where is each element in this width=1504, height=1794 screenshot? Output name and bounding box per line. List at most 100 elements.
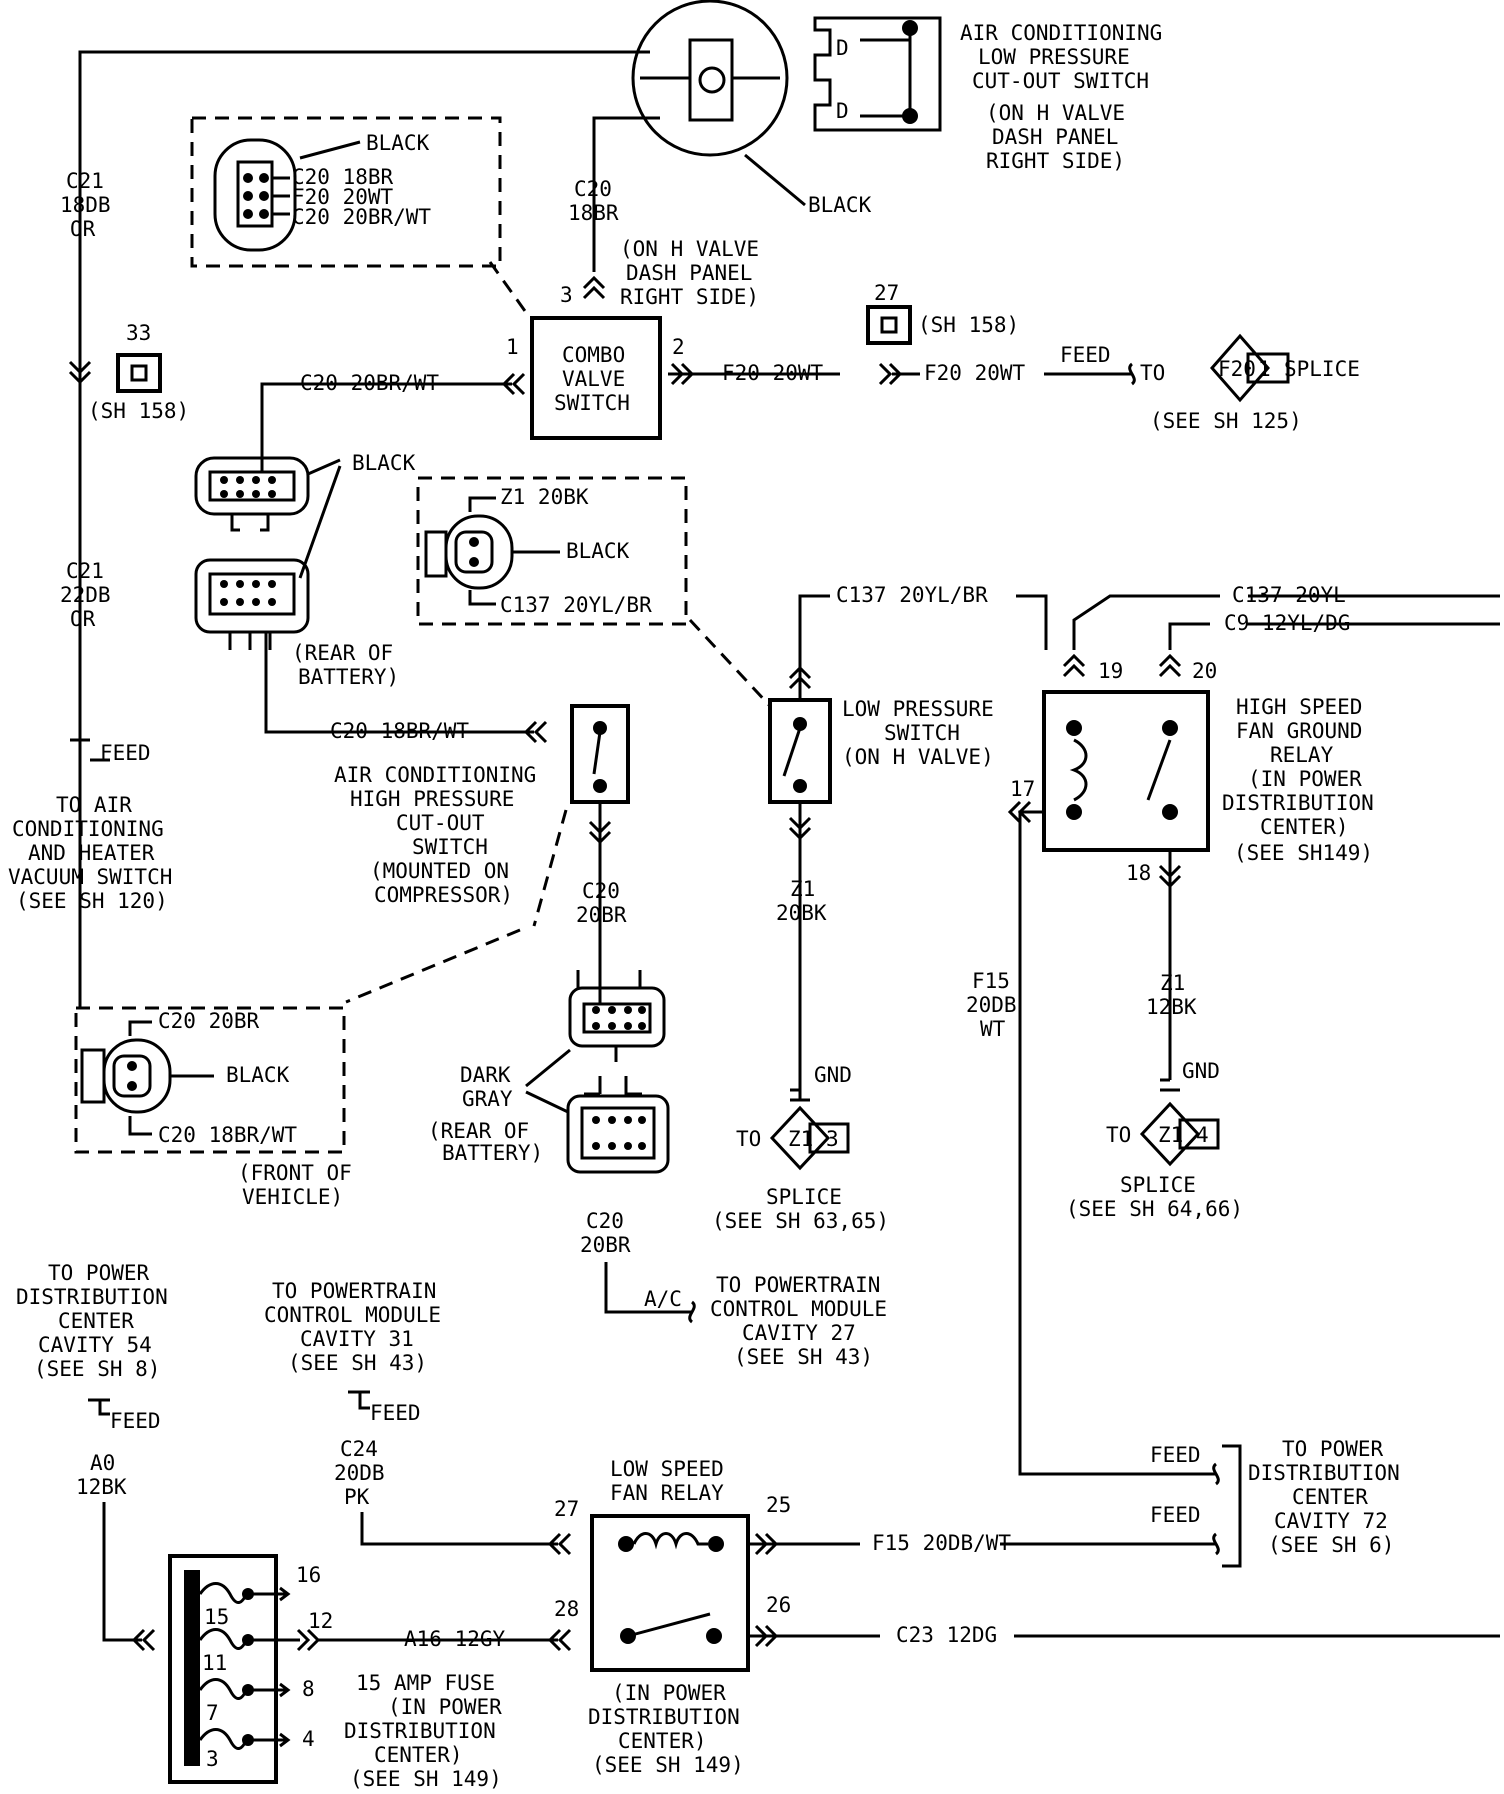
ls-label-1: LOW SPEED <box>610 1457 724 1481</box>
c23-wire: C23 12DG <box>896 1623 997 1647</box>
connector-27 <box>866 305 912 345</box>
dark-gray-connector-upper <box>568 970 666 1062</box>
fuse-n4: 4 <box>302 1727 315 1751</box>
pdc54-to-5: (SEE SH 8) <box>34 1357 160 1381</box>
hs-splice-label: SPLICE <box>1120 1173 1196 1197</box>
f20-to: TO <box>1140 361 1165 385</box>
fuse-n15: 15 <box>204 1605 229 1629</box>
fuse-n3: 3 <box>206 1747 219 1771</box>
f20-feed: FEED <box>1060 343 1111 367</box>
feed-left-to-5: (SEE SH 120) <box>16 889 168 913</box>
hs-c9: C9 12YL/DG <box>1224 611 1350 635</box>
hs-f15-3: WT <box>980 1017 1006 1041</box>
combo-loc-1: (ON H VALVE <box>620 237 759 261</box>
pcm31-to-2: CONTROL MODULE <box>264 1303 441 1327</box>
splice-f20-diamond <box>1210 333 1270 403</box>
splice-z1-3-diamond <box>769 1105 831 1171</box>
hp-label-1: AIR CONDITIONING <box>334 763 536 787</box>
conn27-sh: (SH 158) <box>918 313 1019 337</box>
hs-see: (SEE SH 64,66) <box>1066 1197 1243 1221</box>
lp2-z1-2: 20BK <box>776 901 827 925</box>
pdc54-wire-2: 12BK <box>76 1475 127 1499</box>
ac-pcm-4: (SEE SH 43) <box>734 1345 873 1369</box>
ls-loc-1: (IN POWER <box>612 1681 726 1705</box>
high-speed-fan-ground-relay <box>1042 690 1210 852</box>
fuse-n11: 11 <box>202 1651 227 1675</box>
fuse-label-1: 15 AMP FUSE <box>356 1671 495 1695</box>
battery-conn-color: BLACK <box>352 451 416 475</box>
combo-valve-switch <box>530 316 662 440</box>
top-conn-pin-2: F20 20WT <box>292 185 394 209</box>
battery-loc-2: BATTERY) <box>298 665 399 689</box>
low-speed-fan-relay <box>590 1514 750 1672</box>
lp2-splice-label: SPLICE <box>766 1185 842 1209</box>
hs-p20: 20 <box>1192 659 1217 683</box>
hp-conn-z1: Z1 20BK <box>500 485 589 509</box>
top-connector <box>213 138 361 252</box>
c20-mid-1: C20 <box>582 879 620 903</box>
ls-loc-2: DISTRIBUTION <box>588 1705 740 1729</box>
lp-color: BLACK <box>808 193 872 217</box>
pdc54-to-2: DISTRIBUTION <box>16 1285 168 1309</box>
hs-z1-1: Z1 <box>1160 971 1185 995</box>
hs-label-7: (SEE SH149) <box>1234 841 1373 865</box>
dark-gray-connector-lower <box>566 1076 670 1174</box>
lp-title-2: LOW PRESSURE <box>978 45 1130 69</box>
pcm31-feed: FEED <box>370 1401 421 1425</box>
combo-label-2: VALVE <box>562 367 625 391</box>
pdc72-to-4: CAVITY 72 <box>1274 1509 1388 1533</box>
c21-mid-3: OR <box>70 607 96 631</box>
hs-splice-pin: 4 <box>1196 1123 1209 1147</box>
c21-top-2: 18DB <box>60 193 111 217</box>
pdc72-to-5: (SEE SH 6) <box>1268 1533 1394 1557</box>
combo-pin1: 1 <box>506 335 519 359</box>
conn33-num: 33 <box>126 321 151 345</box>
lp-title-1: AIR CONDITIONING <box>960 21 1162 45</box>
front-loc-2: VEHICLE) <box>242 1185 343 1209</box>
top-connector-box <box>190 116 502 268</box>
lp2-z1-1: Z1 <box>790 877 815 901</box>
battery-connector-lower <box>194 558 310 650</box>
lp-loc-1: (ON H VALVE <box>986 101 1125 125</box>
hs-z1-2: 12BK <box>1146 995 1197 1019</box>
feed-left-to-3: AND HEATER <box>28 841 155 865</box>
c20-bot-1: C20 <box>586 1209 624 1233</box>
top-conn-color: BLACK <box>366 131 430 155</box>
fuse-n16: 16 <box>296 1563 321 1587</box>
hs-label-4: (IN POWER <box>1248 767 1362 791</box>
battery-loc-1: (REAR OF <box>292 641 393 665</box>
pdc72-to-1: TO POWER <box>1282 1437 1384 1461</box>
pdc54-to-4: CAVITY 54 <box>38 1333 152 1357</box>
hs-to: TO <box>1106 1123 1131 1147</box>
dark-gray-2: GRAY <box>462 1087 513 1111</box>
combo-label-3: SWITCH <box>554 391 630 415</box>
c21-top-3: OR <box>70 217 96 241</box>
dark-gray-loc-2: BATTERY) <box>442 1141 543 1165</box>
fuse-label-2: (IN POWER <box>388 1695 502 1719</box>
pcm31-wire-3: PK <box>344 1485 370 1509</box>
c21-top-1: C21 <box>66 169 104 193</box>
hp-conn-color: BLACK <box>566 539 630 563</box>
c20-20brwt: C20 20BR/WT <box>300 371 439 395</box>
hs-label-3: RELAY <box>1270 743 1334 767</box>
lp2-gnd: GND <box>814 1063 852 1087</box>
pdc72-feed1: FEED <box>1150 1443 1201 1467</box>
lp2-see: (SEE SH 63,65) <box>712 1209 889 1233</box>
f20-w1: F20 20WT <box>722 361 824 385</box>
ls-p28: 28 <box>554 1597 579 1621</box>
pcm31-to-4: (SEE SH 43) <box>288 1351 427 1375</box>
pdc72-to-3: CENTER <box>1292 1485 1368 1509</box>
lp-cutout-connector: D D <box>813 16 942 132</box>
c20-mid-2: 20BR <box>576 903 627 927</box>
lp2-to: TO <box>736 1127 761 1151</box>
fuse-label-5: (SEE SH 149) <box>350 1767 502 1791</box>
f20-w2: F20 20WT <box>924 361 1026 385</box>
pdc54-to-1: TO POWER <box>48 1261 150 1285</box>
svg-text:D: D <box>836 99 849 123</box>
ls-p25: 25 <box>766 1493 791 1517</box>
f20-see: (SEE SH 125) <box>1150 409 1302 433</box>
fuse-label-3: DISTRIBUTION <box>344 1719 496 1743</box>
hp-label-3: CUT-OUT <box>396 811 485 835</box>
lp2-c137: C137 20YL/BR <box>836 583 988 607</box>
